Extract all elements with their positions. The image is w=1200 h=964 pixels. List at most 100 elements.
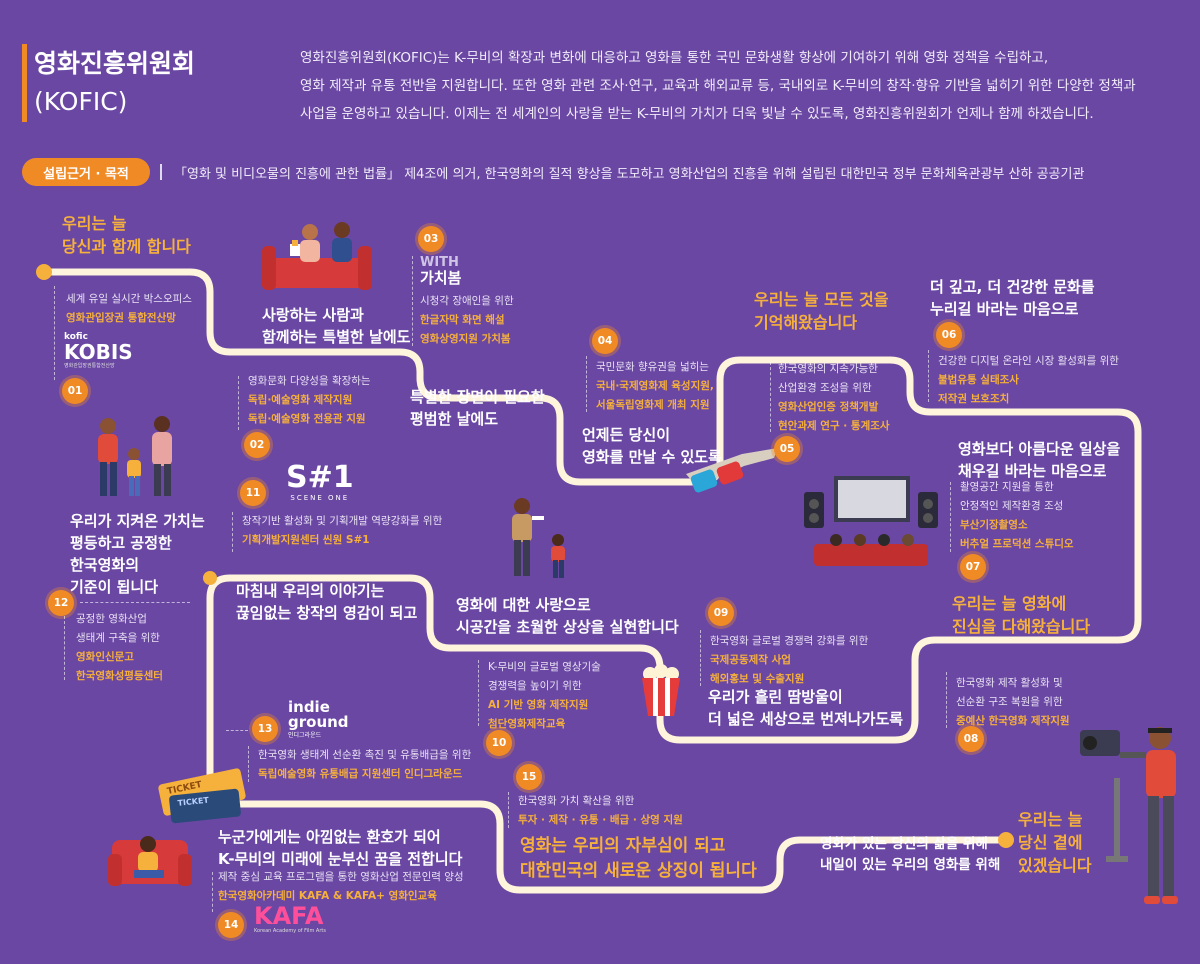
badge-14: 14 [218, 912, 244, 938]
item-highlight: 투자 · 제작 · 유통 · 배급 · 상영 지원 [518, 814, 683, 826]
headline-1: 우리는 늘 당신과 함께 합니다 [62, 212, 191, 258]
headline-14: 영화는 우리의 자부심이 되고 대한민국의 새로운 상징이 됩니다 [520, 834, 757, 884]
item-desc: 공정한 영화산업 [76, 613, 147, 625]
connector-line [212, 872, 213, 912]
logo-subtext: SCENE ONE [290, 494, 350, 502]
headline-line: 더 넓은 세상으로 번져나가도록 [708, 710, 904, 728]
logo-subtext: 영화관입장권통합전산망 [64, 363, 115, 369]
item-05-text: 한국영화의 지속가능한 산업환경 조성을 위한 영화산업인증 정책개발 현안과제… [778, 360, 890, 436]
intro-text: 영화진흥위원회(KOFIC)는 K-무비의 확장과 변화에 대응하고 영화를 통… [300, 44, 1180, 128]
item-desc: 건강한 디지털 온라인 시장 활성화를 위한 [938, 355, 1119, 367]
item-07-text: 촬영공간 지원을 통한 안정적인 제작환경 조성 부산기장촬영소 버추얼 프로덕… [960, 478, 1074, 554]
item-desc: 선순환 구조 복원을 위한 [956, 696, 1063, 708]
connector-line [232, 512, 233, 552]
headline-line: 특별한 장면이 필요한 [410, 388, 545, 406]
item-11-text: 창작기반 활성화 및 기획개발 역량강화를 위한 기획개발지원센터 씬원 S#1 [242, 512, 442, 550]
item-09-text: 한국영화 글로벌 경쟁력 강화를 위한 국제공동제작 사업 해외홍보 및 수출지… [710, 632, 868, 689]
connector-line [80, 602, 190, 603]
headline-line: 당신과 함께 합니다 [62, 237, 191, 256]
logo-text: 가치봄 [420, 269, 462, 287]
scene-one-logo: S#1 SCENE ONE [286, 462, 354, 503]
headline-10: 영화에 대한 사랑으로 시공간을 초월한 상상을 실현합니다 [456, 594, 679, 638]
org-name: 영화진흥위원회 [34, 49, 196, 78]
logo-text: KOBIS [64, 340, 133, 364]
badge-15: 15 [516, 764, 542, 790]
headline-line: 한국영화의 [70, 556, 140, 574]
logo-text: indie [288, 698, 330, 716]
connector-line [248, 746, 249, 782]
badge-03: 03 [418, 226, 444, 252]
logo-text: KAFA [254, 902, 324, 930]
headline-7: 영화보다 아름다운 일상을 채우길 바라는 마음으로 [958, 438, 1120, 482]
item-highlight: 부산기장촬영소 [960, 519, 1028, 531]
indieground-logo: indie ground 인디그라운드 [288, 698, 349, 740]
item-highlight: 첨단영화제작교육 [488, 718, 566, 730]
item-desc: 안정적인 제작환경 조성 [960, 500, 1064, 512]
item-14-text: 제작 중심 교육 프로그램을 통한 영화산업 전문인력 양성 한국영화아카데미 … [218, 868, 464, 906]
item-01-text: 세계 유일 실시간 박스오피스 영화관입장권 통합전산망 [66, 290, 192, 328]
connector-line [946, 672, 947, 728]
org-abbr: (KOFIC) [34, 87, 128, 116]
item-06-text: 건강한 디지털 온라인 시장 활성화를 위한 불법유통 실태조사 저작권 보호조… [938, 352, 1119, 409]
headline-line: 있겠습니다 [1018, 856, 1092, 875]
title-accent-bar [22, 44, 27, 122]
headline-15: 영화가 있는 당신의 삶을 위해 내일이 있는 우리의 영화를 위해 [820, 834, 1000, 876]
badge-02: 02 [244, 432, 270, 458]
headline-line: 우리는 늘 [62, 214, 127, 233]
connector-line [950, 482, 951, 552]
item-desc: 한국영화 글로벌 경쟁력 강화를 위한 [710, 635, 869, 647]
item-highlight: 불법유통 실태조사 [938, 374, 1019, 386]
logo-text: kofic [64, 332, 88, 342]
headline-line: 영화에 대한 사랑으로 [456, 596, 591, 614]
armchair-viewer-illustration [108, 836, 192, 886]
item-highlight: 한글자막 화면 해설 [420, 314, 505, 326]
with-gachibom-logo: WITH 가치봄 [420, 256, 462, 287]
badge-04: 04 [592, 328, 618, 354]
headline-line: 끊임없는 창작의 영감이 되고 [236, 604, 418, 622]
cameraman-illustration [1080, 727, 1178, 904]
popcorn-illustration [642, 664, 680, 716]
headline-line: 우리가 지켜온 가치는 [70, 512, 205, 530]
headline-line: 내일이 있는 우리의 영화를 위해 [820, 857, 1001, 873]
couple-sofa-illustration [262, 222, 372, 290]
headline-line: 영화는 우리의 자부심이 되고 [520, 836, 726, 856]
cinema-illustration [804, 476, 938, 566]
item-highlight: 영화관입장권 통합전산망 [66, 312, 176, 324]
item-desc: K-무비의 글로벌 영상기술 [488, 661, 601, 673]
headline-line: 우리는 늘 모든 것을 [754, 290, 889, 309]
headline-5: 우리는 늘 모든 것을 기억해왔습니다 [754, 288, 888, 334]
basis-text: 「영화 및 비디오물의 진흥에 관한 법률」 제4조에 의거, 한국영화의 질적… [174, 167, 1085, 182]
badge-08: 08 [958, 726, 984, 752]
item-desc: 생태계 구축을 위한 [76, 632, 160, 644]
item-desc: 시청각 장애인을 위한 [420, 295, 514, 307]
item-02-text: 영화문화 다양성을 확장하는 독립·예술영화 제작지원 독립·예술영화 전용관 … [248, 372, 371, 429]
item-desc: 산업환경 조성을 위한 [778, 382, 872, 394]
headline-line: 영화가 있는 당신의 삶을 위해 [820, 836, 988, 852]
connector-line [700, 630, 701, 686]
item-desc: 한국영화의 지속가능한 [778, 363, 878, 375]
item-highlight: 국제공동제작 사업 [710, 654, 791, 666]
badge-05: 05 [774, 436, 800, 462]
connector-line [928, 350, 929, 402]
intro-line: 사업을 운영하고 있습니다. 이제는 전 세계인의 사랑을 받는 K-무비의 가… [300, 106, 1094, 122]
headline-12: 우리가 지켜온 가치는 평등하고 공정한 한국영화의 기준이 됩니다 [70, 510, 205, 598]
badge-06: 06 [936, 322, 962, 348]
badge-10: 10 [486, 730, 512, 756]
connector-line [226, 730, 248, 731]
item-15-text: 한국영화 가치 확산을 위한 투자 · 제작 · 유통 · 배급 · 상영 지원 [518, 792, 683, 830]
item-highlight: 해외홍보 및 수출지원 [710, 673, 805, 685]
family-illustration [98, 416, 172, 496]
intro-line: 영화진흥위원회(KOFIC)는 K-무비의 확장과 변화에 대응하고 영화를 통… [300, 50, 1049, 66]
basis-label: 설립근거 · 목적 [22, 158, 150, 186]
headline-4: 언제든 당신이 영화를 만날 수 있도록 [582, 424, 722, 468]
item-08-text: 한국영화 제작 활성화 및 선순환 구조 복원을 위한 중예산 한국영화 제작지… [956, 674, 1070, 731]
item-highlight: 한국영화아카데미 KAFA & KAFA+ 영화인교육 [218, 890, 437, 902]
headline-13: 누군가에게는 아낌없는 환호가 되어 K-무비의 미래에 눈부신 꿈을 전합니다 [218, 826, 462, 870]
headline-line: 더 깊고, 더 건강한 문화를 [930, 278, 1095, 296]
item-desc: 영화문화 다양성을 확장하는 [248, 375, 371, 387]
headline-16: 우리는 늘 당신 곁에 있겠습니다 [1018, 808, 1092, 877]
headline-line: 당신 곁에 [1018, 833, 1083, 852]
item-highlight: 영화상영지원 가치봄 [420, 333, 511, 345]
connector-line [508, 792, 509, 828]
badge-11: 11 [240, 480, 266, 506]
